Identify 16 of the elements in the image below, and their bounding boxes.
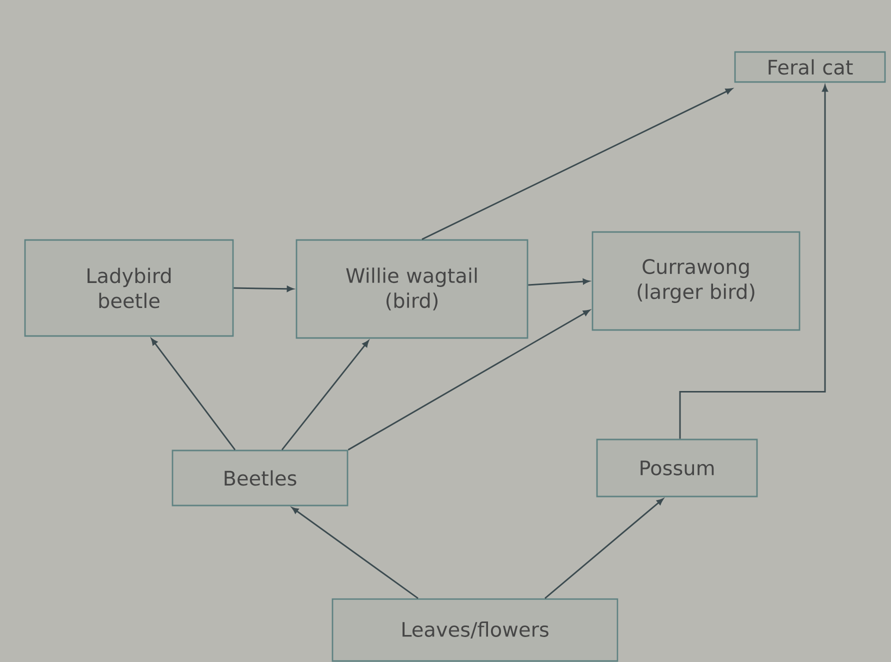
arrow [679, 84, 828, 439]
arrow [151, 338, 236, 450]
arrow [544, 498, 664, 599]
species-box: Beetles [172, 450, 348, 506]
arrow [234, 286, 294, 292]
arrow [422, 88, 732, 240]
species-box: Currawong (larger bird) [592, 231, 800, 331]
species-box: Willie wagtail (bird) [296, 239, 528, 339]
species-box: Ladybird beetle [24, 239, 234, 337]
species-box: Feral cat [734, 51, 886, 83]
species-box: Leaves/flowers [332, 598, 618, 662]
arrow [281, 340, 369, 450]
arrow [528, 278, 590, 286]
species-box: Possum [596, 438, 758, 498]
arrow [292, 507, 418, 599]
arrow [348, 310, 590, 450]
